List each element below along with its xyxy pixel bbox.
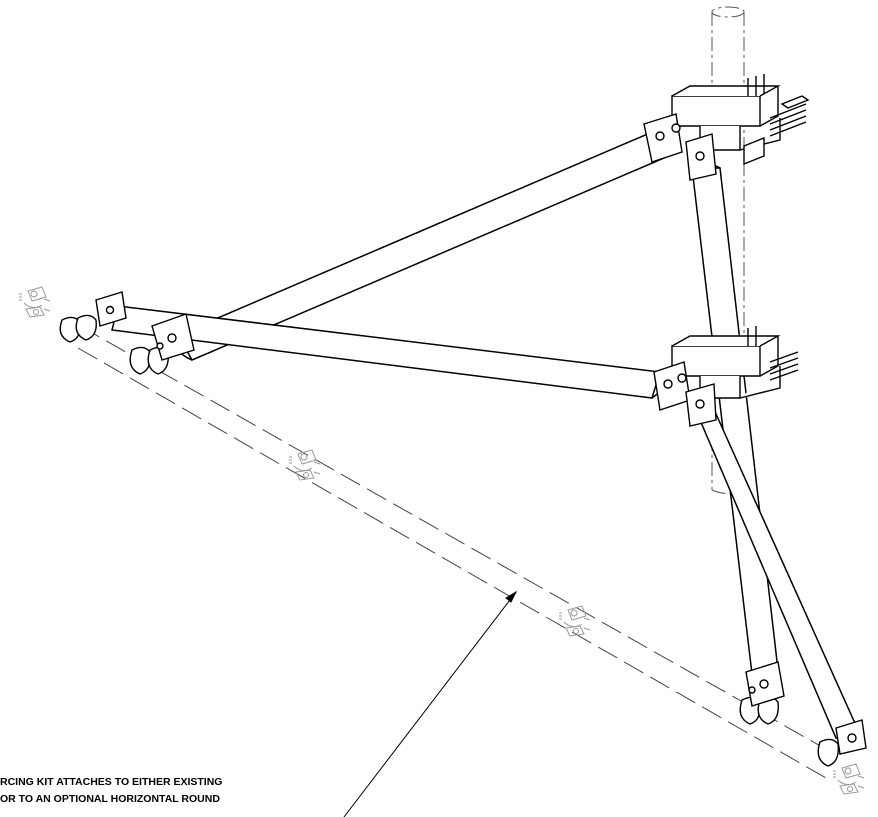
lower-right-clamp [739, 661, 867, 767]
callout-note: RCING KIT ATTACHES TO EITHER EXISTING OR… [0, 774, 360, 808]
left-end-clamp [59, 291, 195, 375]
upper-mast-bracket [643, 74, 810, 181]
horizontal-round-member [77, 325, 839, 779]
callout-line-1: RCING KIT ATTACHES TO EITHER EXISTING [0, 776, 223, 788]
callout-line-2: OR TO AN OPTIONAL HORIZONTAL ROUND [0, 793, 220, 805]
callout-leader [343, 590, 518, 817]
middle-mast-bracket [653, 326, 799, 427]
